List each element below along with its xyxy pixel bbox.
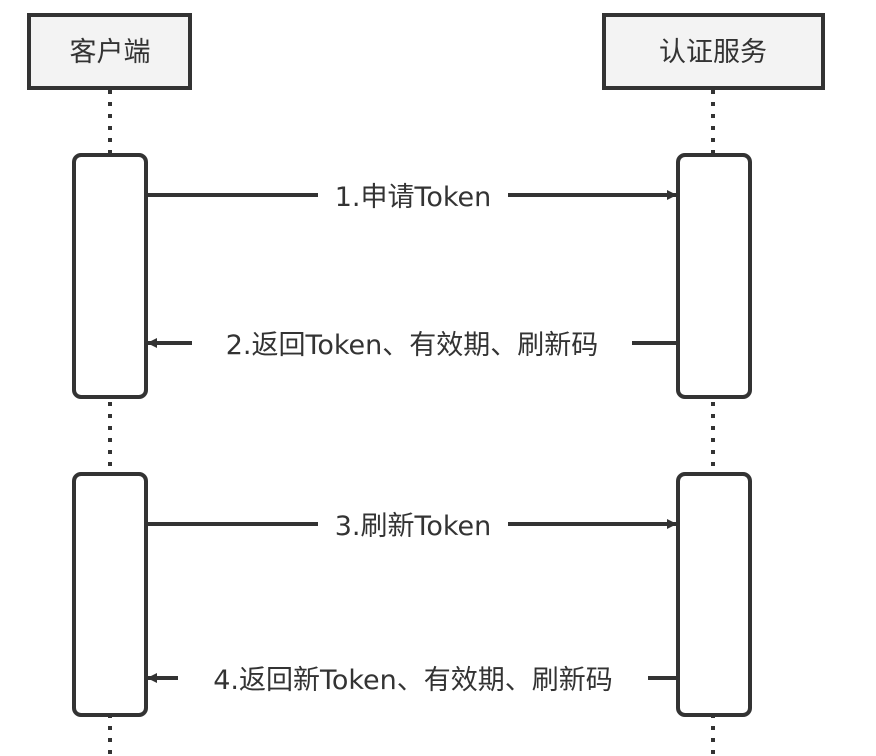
server-activation-2 — [676, 472, 752, 717]
message-3-label: 3.刷新Token — [335, 511, 492, 542]
message-2: 2.返回Token、有效期、刷新码 — [147, 325, 676, 361]
participant-client-label: 客户端 — [70, 37, 151, 68]
message-3: 3.刷新Token — [148, 507, 677, 543]
message-1: 1.申请Token — [148, 178, 677, 214]
client-activation-1 — [72, 153, 148, 399]
message-2-label: 2.返回Token、有效期、刷新码 — [226, 330, 599, 361]
message-4-label: 4.返回新Token、有效期、刷新码 — [213, 665, 613, 696]
client-activation-2 — [72, 472, 148, 717]
message-1-label: 1.申请Token — [335, 182, 492, 213]
participant-auth-service: 认证服务 — [602, 13, 825, 90]
participant-client: 客户端 — [27, 13, 192, 90]
server-activation-1 — [676, 153, 752, 399]
participant-auth-service-label: 认证服务 — [659, 37, 767, 68]
message-4: 4.返回新Token、有效期、刷新码 — [147, 660, 676, 696]
